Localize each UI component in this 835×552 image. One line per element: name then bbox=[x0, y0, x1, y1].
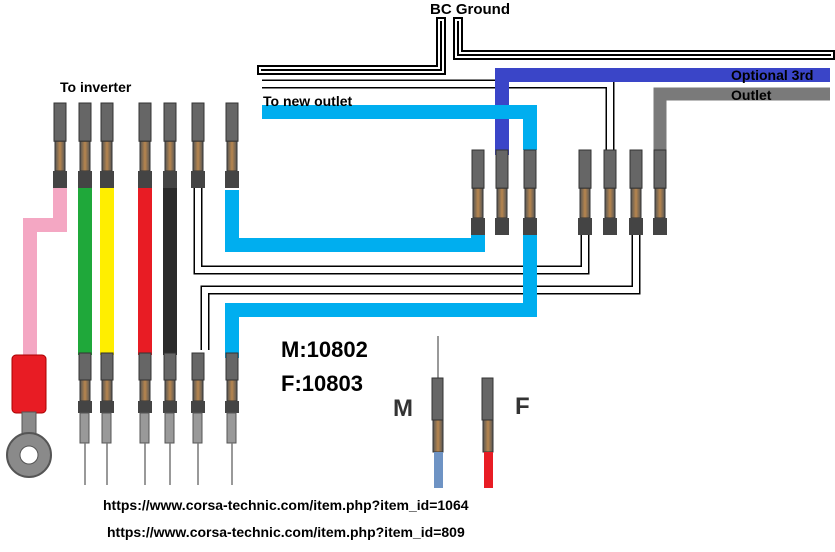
white-wires bbox=[193, 79, 641, 350]
male-letter: M bbox=[393, 395, 413, 422]
terminal-pin bbox=[101, 412, 112, 444]
bc-ground-label: BC Ground bbox=[430, 1, 510, 18]
terminal bbox=[191, 352, 205, 413]
terminal bbox=[100, 102, 114, 188]
terminal bbox=[653, 149, 667, 235]
male-terminal-example bbox=[431, 336, 444, 488]
terminal bbox=[100, 352, 114, 413]
terminal bbox=[629, 149, 643, 235]
harness-wires bbox=[23, 188, 177, 360]
terminal bbox=[191, 102, 205, 188]
terminal bbox=[78, 102, 92, 188]
female-letter: F bbox=[515, 393, 530, 420]
link-url-1[interactable]: https://www.corsa-technic.com/item.php?i… bbox=[103, 497, 469, 513]
terminal-pin bbox=[192, 412, 203, 444]
terminal bbox=[495, 149, 509, 235]
right-terminals bbox=[471, 149, 667, 235]
terminal bbox=[225, 352, 239, 413]
terminal bbox=[578, 149, 592, 235]
optional-3rd-label: Optional 3rd bbox=[731, 67, 814, 83]
ring-terminal bbox=[6, 354, 52, 478]
cyan-wires bbox=[225, 105, 537, 358]
outlet-label: Outlet bbox=[731, 87, 772, 103]
top-terminals bbox=[53, 102, 239, 188]
terminal bbox=[523, 149, 537, 235]
gray-outlet-wire bbox=[653, 87, 830, 155]
female-terminal-example bbox=[481, 377, 494, 488]
terminal-pin bbox=[226, 412, 237, 444]
terminal-pin bbox=[79, 412, 90, 444]
to-new-outlet-label: To new outlet bbox=[263, 93, 353, 109]
link-url-2[interactable]: https://www.corsa-technic.com/item.php?i… bbox=[107, 524, 465, 540]
terminal bbox=[138, 352, 152, 413]
terminal bbox=[163, 102, 177, 188]
female-part-number: F:10803 bbox=[281, 371, 363, 396]
blue-optional-wire bbox=[495, 68, 830, 155]
terminal bbox=[78, 352, 92, 413]
male-part-number: M:10802 bbox=[281, 337, 368, 362]
terminal-pin bbox=[139, 412, 150, 444]
terminal bbox=[163, 352, 177, 413]
terminal bbox=[603, 149, 617, 235]
terminal bbox=[471, 149, 485, 235]
bottom-terminals bbox=[78, 352, 239, 485]
to-inverter-label: To inverter bbox=[60, 79, 132, 95]
terminal bbox=[53, 102, 67, 188]
terminal-pin bbox=[164, 412, 175, 444]
terminal bbox=[225, 102, 239, 188]
terminal bbox=[138, 102, 152, 188]
bc-ground-wires bbox=[257, 17, 835, 75]
